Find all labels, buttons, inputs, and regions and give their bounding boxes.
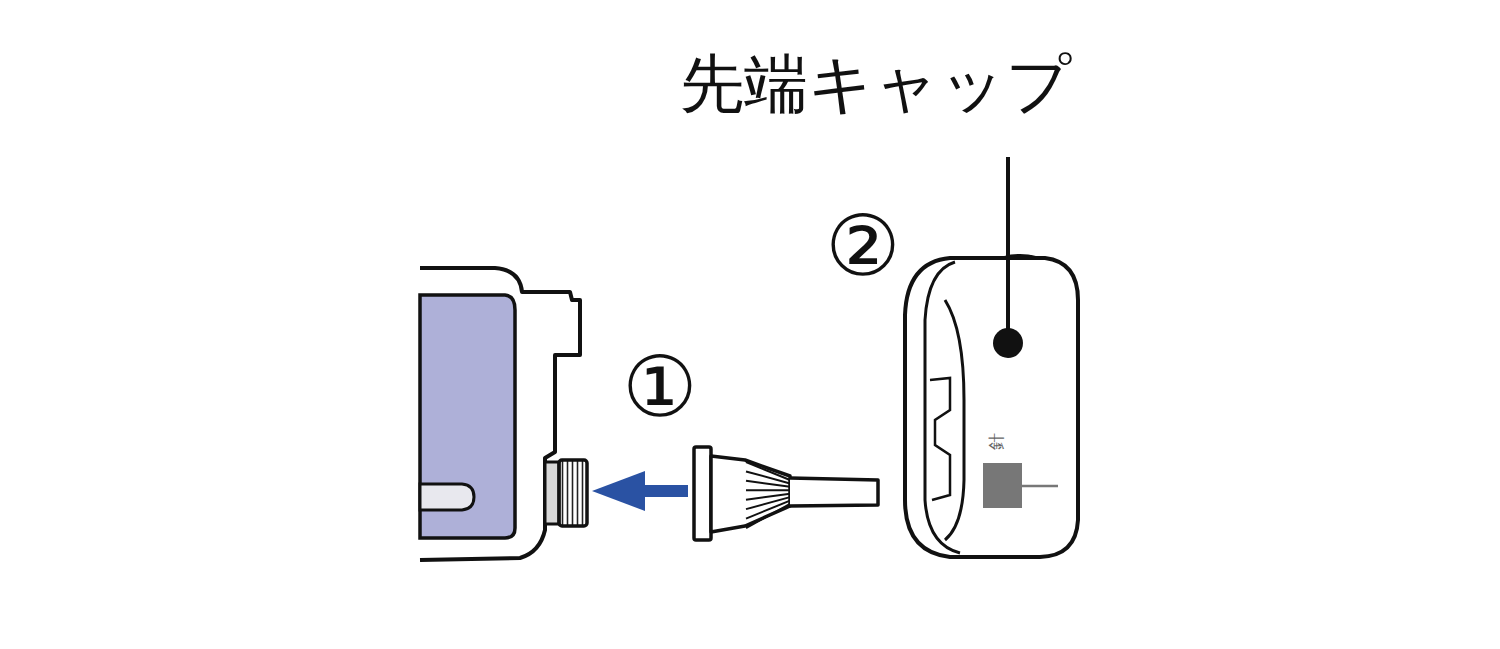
nozzle-flange — [694, 447, 711, 540]
leader-dot — [993, 328, 1023, 358]
callout-number: ② — [825, 204, 900, 288]
panel-window — [420, 484, 474, 510]
nozzle-tube — [790, 478, 878, 506]
device-body — [420, 268, 580, 560]
cap-clip — [930, 378, 950, 500]
needle-text: 針 — [988, 433, 1005, 450]
rib-line — [746, 481, 790, 487]
threaded-connector — [559, 460, 587, 526]
device-panel — [420, 295, 515, 538]
leader-line — [1006, 157, 1010, 340]
tip-cap — [905, 258, 1078, 557]
rib-line — [746, 504, 790, 528]
cap-rim — [925, 262, 960, 553]
rib-line — [746, 489, 790, 491]
nozzle-ribs — [746, 462, 790, 528]
callout-number: ① — [622, 345, 697, 429]
cap-inner-edge — [945, 300, 964, 540]
needle-marking-line — [1022, 485, 1058, 488]
connector-base — [545, 462, 559, 524]
needle-marking — [983, 463, 1022, 508]
nozzle-cone — [711, 456, 790, 532]
arrow-head — [592, 471, 645, 511]
part-name: 先端キャップ — [680, 52, 1072, 116]
